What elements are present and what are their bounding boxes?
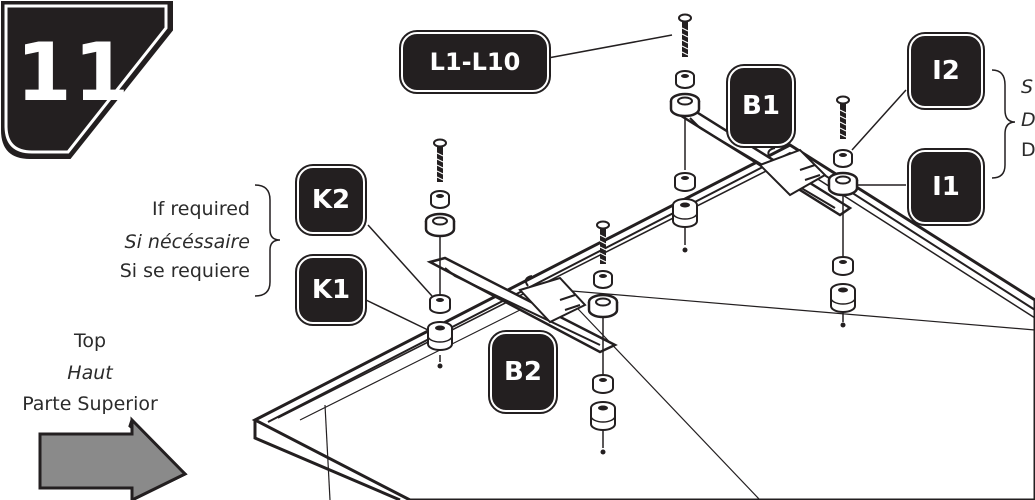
badge-l1-l10: L1-L10 xyxy=(399,30,551,94)
right-label-1: S xyxy=(1021,76,1034,98)
top-label-fr: Haut xyxy=(67,362,113,384)
badge-i1: I1 xyxy=(907,148,985,226)
top-label-en: Top xyxy=(73,330,107,352)
badge-b1: B1 xyxy=(726,64,796,148)
step-number: 11 xyxy=(16,26,132,119)
leader-lines xyxy=(254,34,1016,331)
badge-k1: K1 xyxy=(295,254,367,326)
if-required-fr: Si nécéssaire xyxy=(124,231,250,253)
top-direction-arrow xyxy=(38,416,188,500)
if-required-en: If required xyxy=(152,198,250,220)
bracket-b2 xyxy=(426,256,618,354)
badge-i2: I2 xyxy=(907,32,985,110)
badge-k2: K2 xyxy=(295,164,367,236)
step-number-badge xyxy=(1,1,173,159)
hardware-stack-top-center xyxy=(669,13,701,253)
right-label-3: D xyxy=(1021,139,1035,161)
hardware-stack-right xyxy=(827,95,859,328)
hardware-stack-left xyxy=(424,138,456,369)
hardware-stack-center xyxy=(587,220,619,455)
if-required-es: Si se requiere xyxy=(119,260,250,282)
right-label-2: D xyxy=(1021,109,1035,131)
badge-b2: B2 xyxy=(488,330,558,414)
top-label-es: Parte Superior xyxy=(22,393,158,415)
